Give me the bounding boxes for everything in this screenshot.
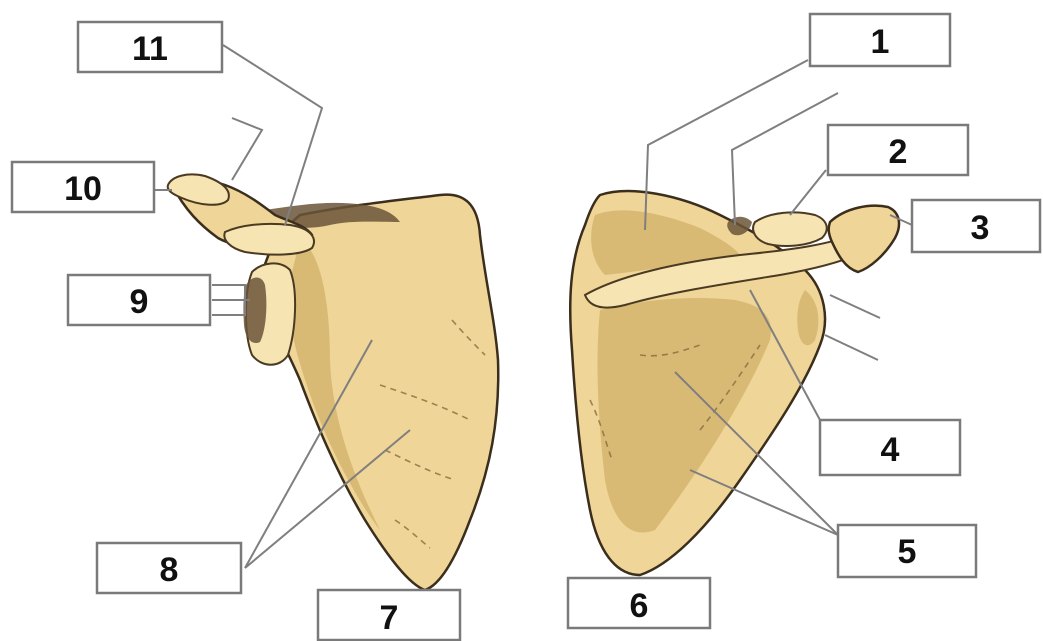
label-8-group: 8 <box>97 543 241 593</box>
label-11-group: 11 <box>78 22 222 72</box>
glenoid-cavity <box>243 278 266 344</box>
label-text-11: 11 <box>132 30 168 68</box>
acromion-anterior <box>168 174 229 204</box>
label-2-group: 2 <box>828 125 968 175</box>
label-6-group: 6 <box>568 578 710 628</box>
label-text-8: 8 <box>160 551 179 589</box>
coracoid-posterior <box>753 212 827 246</box>
label-text-3: 3 <box>971 209 990 247</box>
label-text-5: 5 <box>898 533 917 571</box>
label-9-group: 9 <box>68 275 210 325</box>
label-3-group: 3 <box>912 200 1040 252</box>
label-5-group: 5 <box>838 525 976 577</box>
leader-right-a <box>830 295 880 318</box>
scapula-posterior-view <box>570 191 899 575</box>
coracoid-tip <box>224 224 314 255</box>
leader-notch <box>732 93 838 225</box>
leader-2 <box>790 170 826 215</box>
label-4-group: 4 <box>820 420 960 475</box>
label-text-2: 2 <box>889 133 908 171</box>
label-text-6: 6 <box>630 587 649 625</box>
label-text-10: 10 <box>64 170 102 208</box>
label-text-9: 9 <box>130 283 149 321</box>
label-text-1: 1 <box>871 23 890 61</box>
label-1-group: 1 <box>810 14 950 66</box>
leader-10-bracket <box>232 118 262 180</box>
leader-right-b <box>825 335 878 360</box>
label-text-7: 7 <box>380 599 399 637</box>
label-10-group: 10 <box>12 162 154 212</box>
scapula-anterior-view <box>168 174 499 590</box>
label-text-4: 4 <box>881 431 900 469</box>
label-7-group: 7 <box>318 590 460 640</box>
